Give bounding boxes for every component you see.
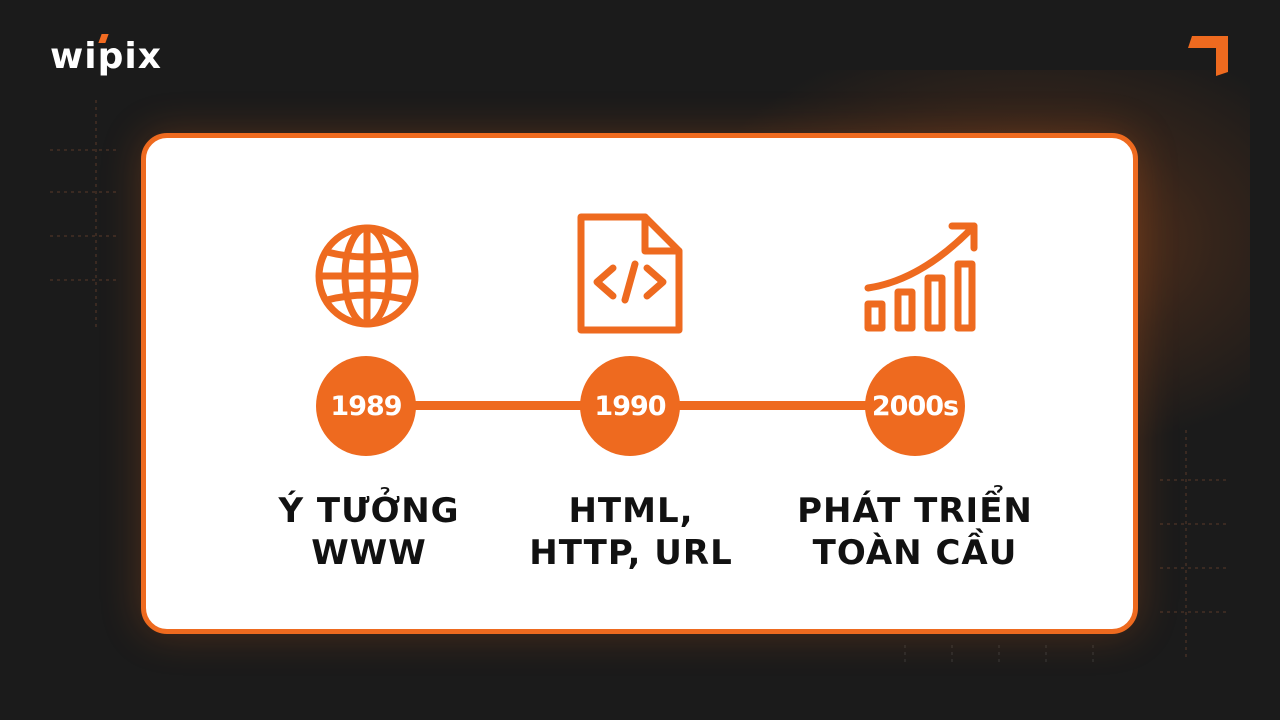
decorative-grid-right: [1160, 430, 1230, 660]
label-line: WWW: [311, 533, 427, 573]
year-node-1990: 1990: [580, 356, 680, 456]
code-file-icon: [577, 213, 683, 334]
label-line: TOÀN CẦU: [812, 533, 1018, 573]
decorative-grid-bottom: [904, 645, 1094, 665]
label-line: Ý TƯỞNG: [278, 491, 460, 531]
globe-icon: [315, 224, 419, 328]
brand-logo: wipix: [50, 36, 162, 77]
growth-chart-icon: [864, 222, 978, 332]
milestone-label-1990: HTML, HTTP, URL: [491, 490, 771, 574]
year-node-2000s: 2000s: [865, 356, 965, 456]
milestone-label-1989: Ý TƯỞNG WWW: [229, 490, 509, 574]
year-node-1989: 1989: [316, 356, 416, 456]
milestone-label-2000s: PHÁT TRIỂN TOÀN CẦU: [775, 490, 1055, 574]
decorative-grid-left: [50, 100, 120, 330]
label-line: PHÁT TRIỂN: [797, 491, 1033, 531]
label-line: HTML,: [568, 491, 694, 531]
label-line: HTTP, URL: [529, 533, 733, 573]
corner-arrow-icon: [1188, 36, 1228, 76]
